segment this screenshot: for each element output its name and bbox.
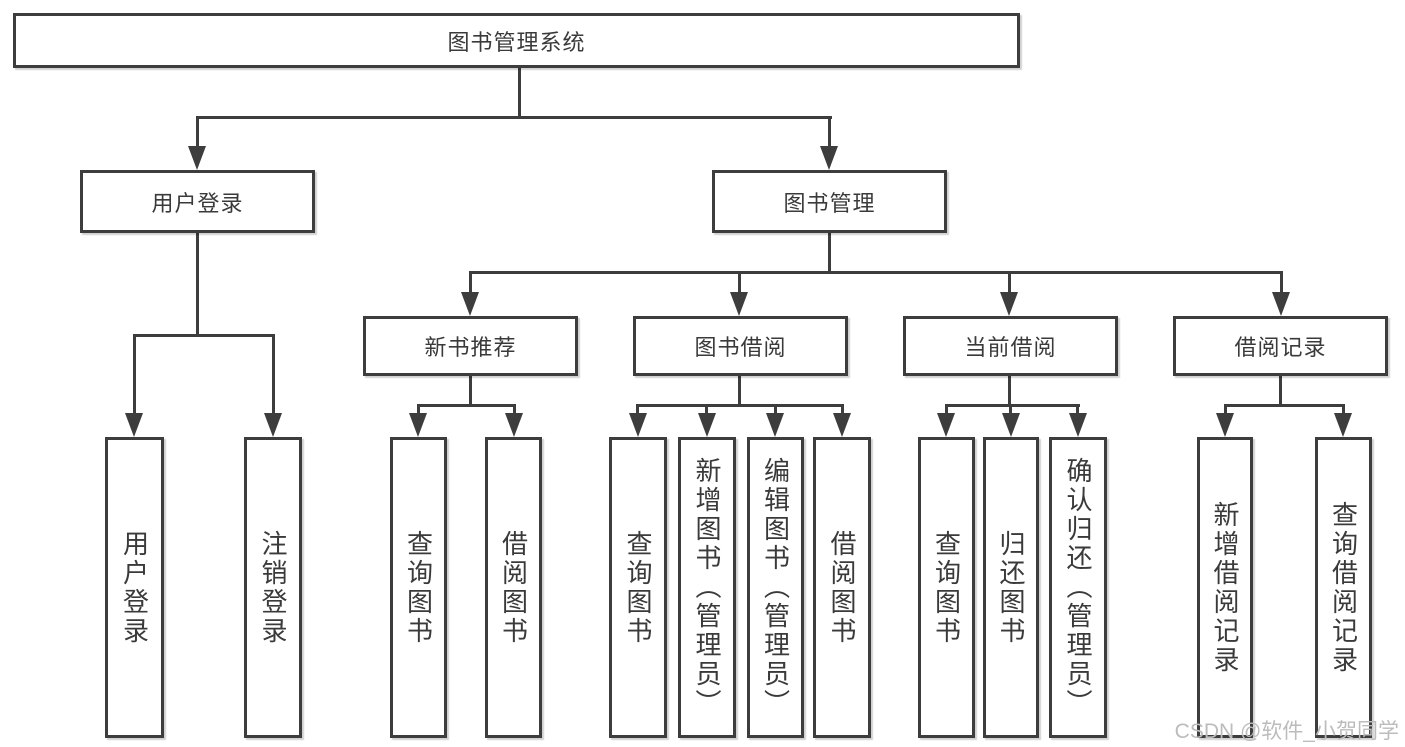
node-current-borrowing: 当前借阅 [903, 316, 1118, 376]
leaf-query-books-recommend: 查询图书 [390, 437, 447, 738]
node-book-borrowing: 图书借阅 [633, 316, 848, 376]
arrowhead-down-icon [833, 413, 851, 437]
connector-line [828, 116, 831, 148]
connector-line [133, 334, 275, 337]
arrowhead-down-icon [629, 413, 647, 437]
arrowhead-down-icon [820, 146, 838, 170]
connector-line [133, 334, 136, 414]
arrowhead-down-icon [698, 413, 716, 437]
connector-line [1009, 404, 1012, 416]
connector-line [513, 404, 516, 416]
leaf-add-borrow-record: 新增借阅记录 [1197, 437, 1253, 738]
csdn-watermark: CSDN @软件_小贺同学 [1174, 720, 1399, 743]
connector-line [1008, 376, 1011, 407]
connector-line [196, 116, 199, 148]
arrowhead-down-icon [264, 413, 282, 437]
connector-line [636, 404, 844, 407]
arrowhead-down-icon [1272, 292, 1290, 316]
arrowhead-down-icon [1216, 413, 1234, 437]
connector-line [1280, 271, 1283, 294]
node-book-management: 图书管理 [712, 170, 947, 233]
arrowhead-down-icon [937, 413, 955, 437]
connector-line [196, 233, 199, 337]
arrowhead-down-icon [730, 292, 748, 316]
leaf-query-borrow-record: 查询借阅记录 [1315, 437, 1372, 738]
connector-line [945, 404, 948, 416]
connector-line [1008, 271, 1011, 294]
arrowhead-down-icon [505, 413, 523, 437]
connector-line [945, 404, 1080, 407]
node-library-management-system: 图书管理系统 [13, 13, 1020, 68]
arrowhead-down-icon [1002, 413, 1020, 437]
leaf-edit-books-admin: 编辑图书（管理员） [747, 437, 804, 738]
connector-line [705, 404, 708, 416]
leaf-query-books-current: 查询图书 [918, 437, 975, 738]
arrowhead-down-icon [766, 413, 784, 437]
connector-line [417, 404, 516, 407]
leaf-query-books-borrowing: 查询图书 [609, 437, 667, 738]
connector-line [1076, 404, 1079, 416]
connector-line [636, 404, 639, 416]
arrowhead-down-icon [461, 292, 479, 316]
leaf-confirm-return-admin: 确认归还（管理员） [1049, 437, 1107, 738]
leaf-user-login: 用户登录 [105, 437, 164, 738]
arrowhead-down-icon [1334, 413, 1352, 437]
connector-line [469, 376, 472, 407]
leaf-return-books: 归还图书 [983, 437, 1039, 738]
arrowhead-down-icon [125, 413, 143, 437]
arrowhead-down-icon [188, 146, 206, 170]
arrowhead-down-icon [1069, 413, 1087, 437]
connector-line [518, 68, 521, 119]
connector-line [738, 376, 741, 407]
connector-line [1224, 404, 1345, 407]
connector-line [1342, 404, 1345, 416]
leaf-borrow-books-recommend: 借阅图书 [485, 437, 542, 738]
connector-line [738, 271, 741, 294]
connector-line [774, 404, 777, 416]
arrowhead-down-icon [1000, 292, 1018, 316]
connector-line [841, 404, 844, 416]
connector-line [196, 116, 832, 119]
connector-line [417, 404, 420, 416]
leaf-add-books-admin: 新增图书（管理员） [678, 437, 736, 738]
connector-line [469, 271, 472, 294]
node-new-book-recommendation: 新书推荐 [363, 316, 578, 376]
node-user-login: 用户登录 [80, 170, 315, 233]
leaf-logout: 注销登录 [244, 437, 302, 738]
connector-line [828, 233, 831, 274]
connector-line [272, 334, 275, 414]
arrowhead-down-icon [409, 413, 427, 437]
connector-line [1224, 404, 1227, 416]
connector-line [469, 271, 1283, 274]
leaf-borrow-books: 借阅图书 [813, 437, 871, 738]
connector-line [1279, 376, 1282, 407]
node-borrowing-records: 借阅记录 [1173, 316, 1388, 376]
